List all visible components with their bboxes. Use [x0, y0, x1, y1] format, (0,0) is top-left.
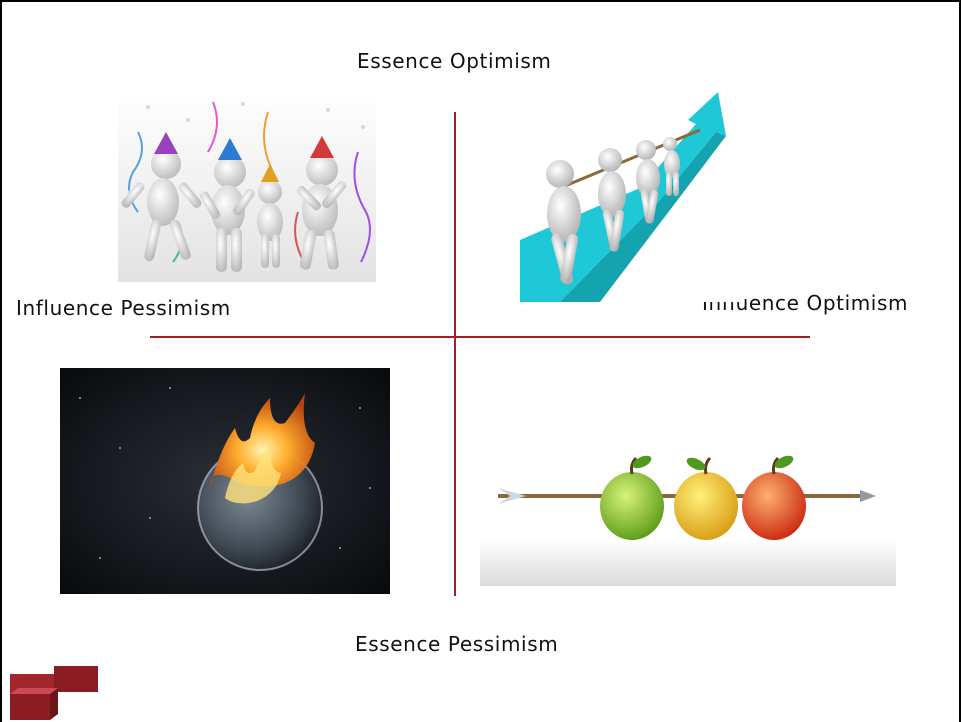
essence-optimism-label: Essence Optimism [357, 49, 552, 73]
influence-pessimism-label: Influence Pessimism [16, 296, 231, 320]
figures-pulling-rising-arrow-image [520, 80, 742, 302]
burning-globe-in-space-image [60, 368, 390, 594]
arrow-through-three-apples-image [480, 444, 896, 586]
influence-axis [150, 336, 810, 338]
essence-pessimism-label: Essence Pessimism [355, 632, 559, 656]
essence-axis [454, 112, 456, 596]
logo-icon [10, 664, 102, 722]
celebrating-figures-party-hats-image [118, 92, 376, 282]
